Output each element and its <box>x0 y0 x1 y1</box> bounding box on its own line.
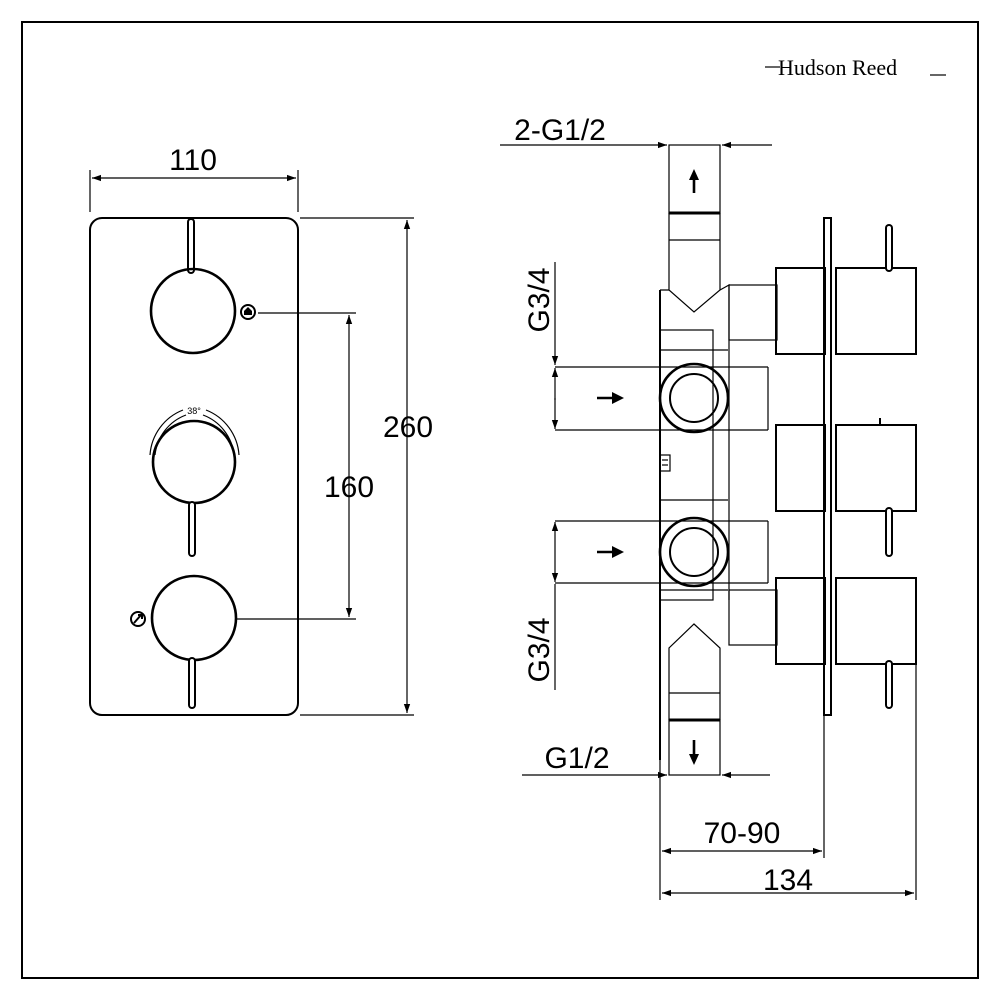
lower-inlet-connector <box>555 516 769 588</box>
total-depth-label: 134 <box>763 864 813 897</box>
top-valve-handle <box>149 218 237 355</box>
hand-shower-outlet-icon <box>130 611 146 627</box>
bottom-outlet-dimension: G1/2 <box>522 742 770 779</box>
front-view: 38° 110 260 <box>89 144 433 716</box>
lower-inlet-label: G3/4 <box>523 617 556 682</box>
top-outlet-pipe <box>668 144 721 313</box>
handle-spacing-label: 160 <box>324 471 374 504</box>
bottom-valve-handle <box>150 574 238 709</box>
depth-dimensions: 70-90 134 <box>659 664 917 900</box>
brand-logo: Hudson Reed <box>765 55 946 80</box>
bottom-outlet-pipe <box>668 623 721 776</box>
top-outlet-label: 2-G1/2 <box>514 114 606 147</box>
handle-spacing-dimension: 160 <box>236 312 374 620</box>
height-label: 260 <box>383 411 433 444</box>
thermostat-handle: 38° <box>149 406 240 557</box>
upper-inlet-label: G3/4 <box>523 267 556 332</box>
width-label: 110 <box>169 144 217 177</box>
side-view: 2-G1/2 G3/4 G3/4 G1/2 <box>500 114 917 900</box>
bottom-outlet-label: G1/2 <box>544 742 609 775</box>
upper-inlet-connector <box>555 362 769 434</box>
upper-inlet-dimension: G3/4 <box>523 262 559 429</box>
height-dimension: 260 <box>300 217 433 716</box>
top-outlet-dimension: 2-G1/2 <box>500 114 772 149</box>
brand-name: Hudson Reed <box>778 55 897 80</box>
front-plate <box>89 217 299 716</box>
drawing-border <box>21 21 979 979</box>
cartridge-housings <box>728 267 826 665</box>
valve-body <box>659 283 730 760</box>
side-handles <box>835 224 917 709</box>
lower-inlet-dimension: G3/4 <box>523 522 559 690</box>
wall-plate-side <box>823 217 832 716</box>
wall-depth-label: 70-90 <box>704 817 781 850</box>
width-dimension: 110 <box>89 144 299 212</box>
shower-outlet-icon <box>240 304 256 320</box>
thermostat-scale-label: 38° <box>187 406 201 416</box>
